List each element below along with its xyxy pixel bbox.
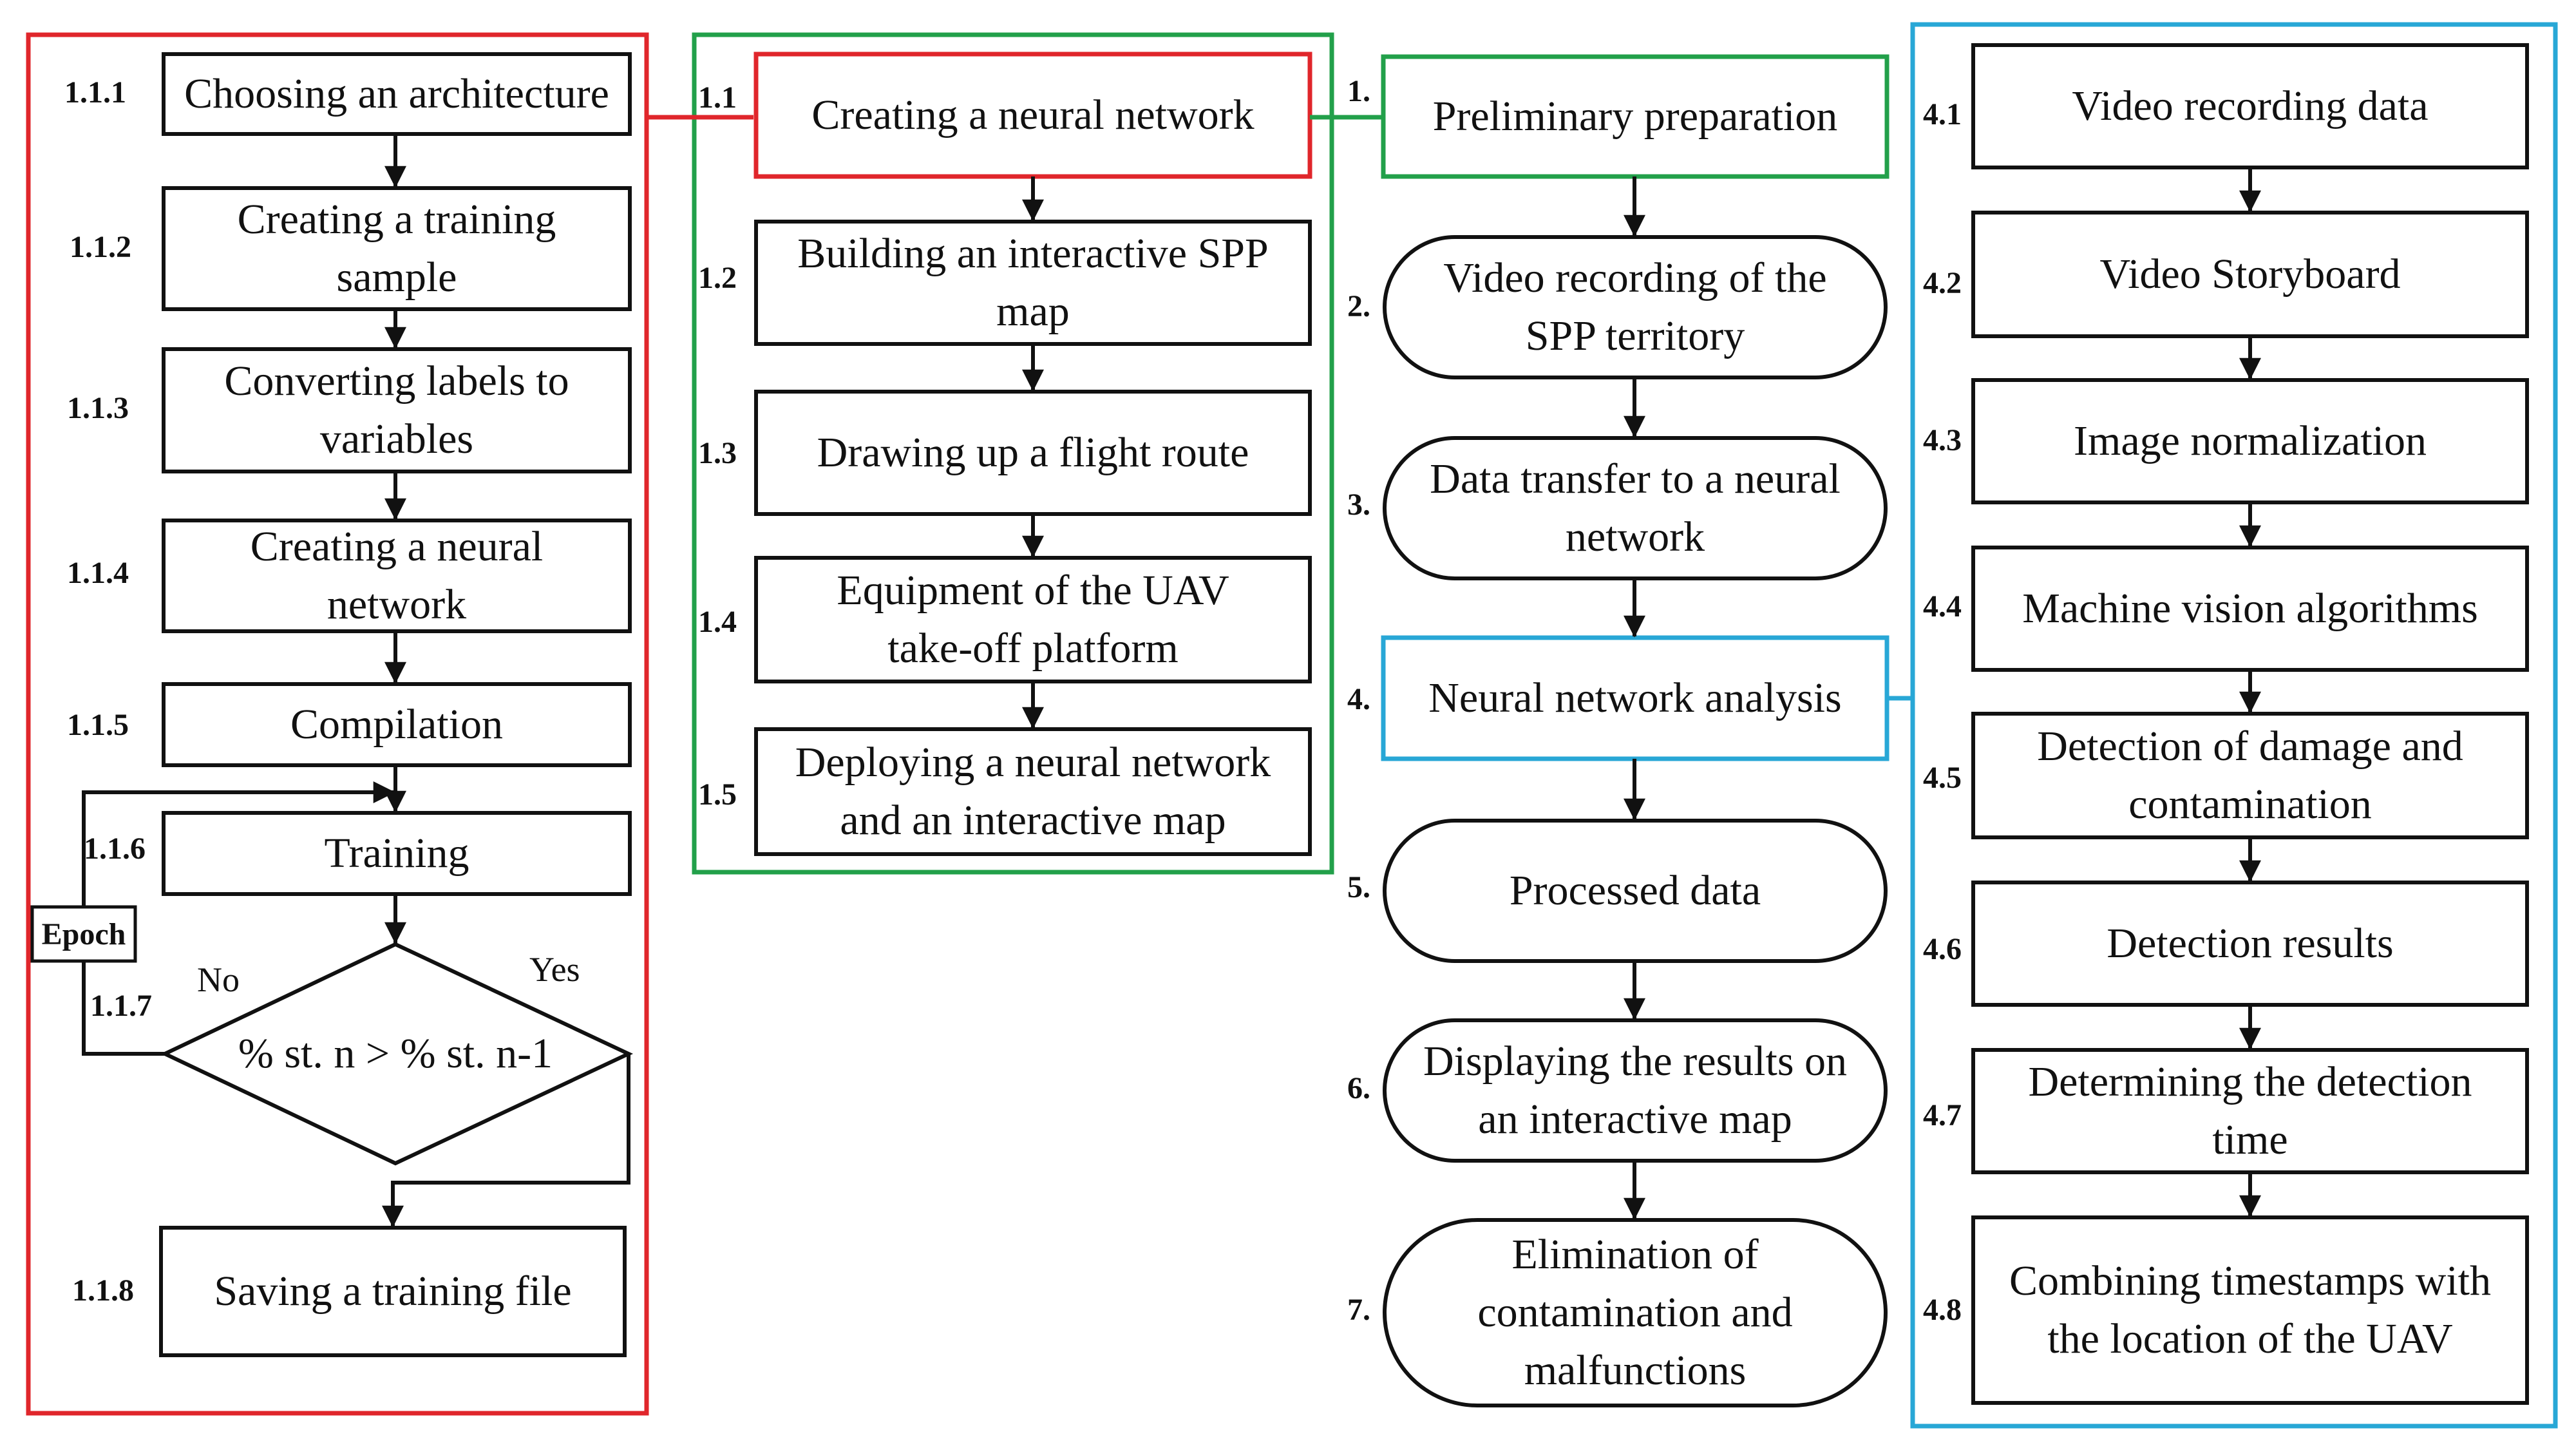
box-1-1-1[interactable]	[162, 52, 632, 136]
num-step-3: 3.	[1347, 488, 1370, 522]
num-1-1-6: 1.1.6	[84, 832, 146, 866]
label-step-1: Preliminary preparation	[1432, 93, 1838, 140]
label-4-1: Video recording data	[2072, 82, 2429, 130]
col4-boxes	[1971, 43, 2529, 1405]
num-1-1-7: 1.1.7	[90, 989, 152, 1023]
label-4-6: Detection results	[2107, 920, 2394, 967]
num-step-5: 5.	[1347, 870, 1370, 904]
label-step-6: Displaying the results on an interactive…	[1423, 1038, 1848, 1143]
box-1-1-5[interactable]	[162, 682, 632, 767]
label-1-1-4: Creating a neural network	[250, 523, 544, 628]
box-4-5[interactable]	[1971, 712, 2529, 839]
num-1-1: 1.1	[698, 81, 737, 115]
num-4-7: 4.7	[1923, 1098, 1962, 1132]
num-4-1: 4.1	[1923, 97, 1962, 131]
box-4-1[interactable]	[1971, 43, 2529, 169]
label-1-1-5: Compilation	[290, 701, 503, 748]
col3-boxes	[1383, 235, 1888, 1407]
num-4-8: 4.8	[1923, 1293, 1962, 1327]
num-4-5: 4.5	[1923, 761, 1962, 795]
box-4-2[interactable]	[1971, 211, 2529, 338]
label-4-2: Video Storyboard	[2099, 251, 2401, 298]
label-4-8: Combining timestamps with the location o…	[2009, 1257, 2491, 1362]
label-step-5: Processed data	[1509, 867, 1761, 915]
num-4-2: 4.2	[1923, 266, 1962, 300]
num-1-3: 1.3	[698, 436, 737, 470]
label-1-5: Deploying a neural network and an intera…	[795, 739, 1271, 844]
label-4-7: Determining the detection time	[2028, 1058, 2472, 1163]
box-4-8[interactable]	[1971, 1215, 2529, 1405]
box-1-4[interactable]	[754, 556, 1312, 683]
num-step-2: 2.	[1347, 289, 1370, 323]
box-step-1[interactable]	[1381, 54, 1889, 179]
box-step-7[interactable]	[1383, 1218, 1888, 1407]
num-4-6: 4.6	[1923, 932, 1962, 966]
label-1-1-7: % st. n > % st. n-1	[238, 1030, 553, 1078]
box-step-4[interactable]	[1381, 635, 1889, 761]
no-label: No	[197, 960, 240, 999]
num-1-1-8: 1.1.8	[72, 1273, 134, 1308]
box-1-3[interactable]	[754, 390, 1312, 516]
label-step-7: Elimination of contamination and malfunc…	[1477, 1231, 1793, 1394]
epoch-box	[30, 905, 137, 963]
label-1-1-3: Converting labels to variables	[224, 357, 569, 462]
num-1-4: 1.4	[698, 605, 737, 639]
epoch-label: Epoch	[41, 917, 126, 951]
box-4-6[interactable]	[1971, 881, 2529, 1007]
num-1-5: 1.5	[698, 777, 737, 812]
box-4-4[interactable]	[1971, 546, 2529, 672]
box-1-1-8[interactable]	[159, 1226, 627, 1357]
num-step-4: 4.	[1347, 682, 1370, 716]
num-1-1-5: 1.1.5	[67, 708, 129, 742]
label-1-1-8: Saving a training file	[214, 1268, 572, 1315]
num-step-7: 7.	[1347, 1293, 1370, 1327]
num-step-1: 1.	[1347, 74, 1370, 108]
label-1-4: Equipment of the UAV take-off platform	[837, 567, 1229, 672]
label-1-3: Drawing up a flight route	[817, 429, 1249, 477]
num-1-1-1: 1.1.1	[64, 75, 126, 110]
box-1-1-6[interactable]	[162, 811, 632, 896]
label-4-5: Detection of damage and contamination	[2037, 723, 2463, 828]
num-1-1-3: 1.1.3	[67, 391, 129, 425]
label-4-3: Image normalization	[2074, 417, 2427, 465]
num-1-2: 1.2	[698, 261, 737, 295]
label-1-1-2: Creating a training sample	[237, 196, 556, 301]
num-4-3: 4.3	[1923, 423, 1962, 457]
num-step-6: 6.	[1347, 1071, 1370, 1105]
box-1-5[interactable]	[754, 727, 1312, 856]
group-frame-1	[692, 32, 1334, 875]
num-1-1-2: 1.1.2	[70, 230, 131, 264]
yes-label: Yes	[529, 950, 580, 989]
label-step-3: Data transfer to a neural network	[1430, 455, 1841, 560]
box-1-1-4[interactable]	[162, 519, 632, 633]
num-1-1-4: 1.1.4	[67, 556, 129, 590]
label-4-4: Machine vision algorithms	[2022, 585, 2478, 633]
group-frame-4	[1910, 22, 2558, 1429]
label-step-2: Video recording of the SPP territory	[1443, 254, 1827, 359]
label-1-1: Creating a neural network	[811, 91, 1255, 139]
label-1-1-6: Training	[324, 830, 469, 877]
box-1-2[interactable]	[754, 220, 1312, 346]
label-step-4: Neural network analysis	[1428, 674, 1842, 722]
label-1-1-1: Choosing an architecture	[184, 70, 609, 118]
num-4-4: 4.4	[1923, 589, 1962, 624]
group-frame-1-1	[26, 32, 649, 1416]
box-4-7[interactable]	[1971, 1048, 2529, 1174]
label-1-2: Building an interactive SPP map	[797, 230, 1269, 335]
box-1-1-3[interactable]	[162, 347, 632, 473]
decision-1-1-7[interactable]	[160, 942, 634, 1166]
box-4-3[interactable]	[1971, 378, 2529, 504]
col2-boxes	[754, 220, 1312, 856]
box-1-1[interactable]	[753, 52, 1312, 179]
